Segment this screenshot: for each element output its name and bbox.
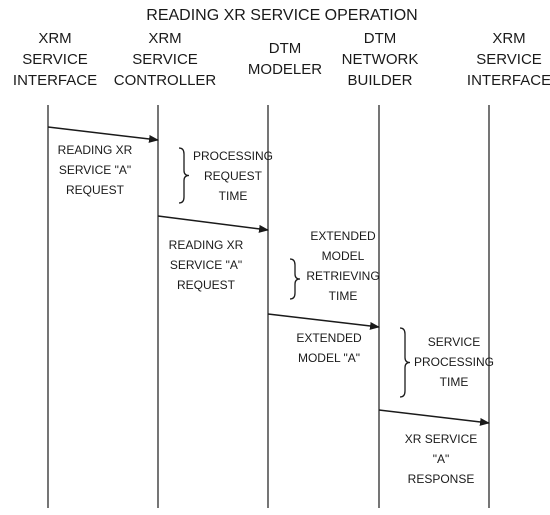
lifeline-header-dtm-modeler: DTM MODELER — [247, 40, 323, 78]
message-label-request-to-modeler: READING XR SERVICE "A" REQUEST — [168, 238, 244, 292]
lifeline-header-dtm-network-builder: DTM NETWORK BUILDER — [341, 30, 419, 89]
interval-label-service-processing-time: SERVICE PROCESSING TIME — [413, 335, 494, 389]
messages — [47, 126, 490, 426]
time-bracket-0 — [178, 147, 190, 204]
interval-label-extended-model-retrieving-time: EXTENDED MODEL RETRIEVING TIME — [306, 229, 380, 303]
interval-label-processing-request-time: PROCESSING REQUEST TIME — [192, 149, 273, 203]
time-bracket-1 — [289, 258, 301, 300]
lifeline-header-xrm-service-interface-response: XRM SERVICE INTERFACE — [466, 30, 550, 89]
message-arrow-0 — [47, 126, 159, 143]
lifeline-header-xrm-service-interface: XRM SERVICE INTERFACE — [12, 30, 98, 89]
message-arrow-2 — [267, 313, 380, 330]
diagram-title: READING XR SERVICE OPERATION — [146, 7, 418, 24]
time-bracket-2 — [399, 327, 411, 398]
lifelines — [47, 105, 490, 508]
message-label-response: XR SERVICE "A" RESPONSE — [404, 432, 478, 486]
message-label-extended-model: EXTENDED MODEL "A" — [296, 331, 362, 365]
message-arrow-3 — [378, 409, 490, 426]
lifeline-header-xrm-service-controller: XRM SERVICE CONTROLLER — [113, 30, 217, 89]
time-brackets — [178, 147, 411, 398]
message-label-request-to-controller: READING XR SERVICE "A" REQUEST — [57, 143, 133, 197]
message-arrow-1 — [157, 215, 269, 233]
